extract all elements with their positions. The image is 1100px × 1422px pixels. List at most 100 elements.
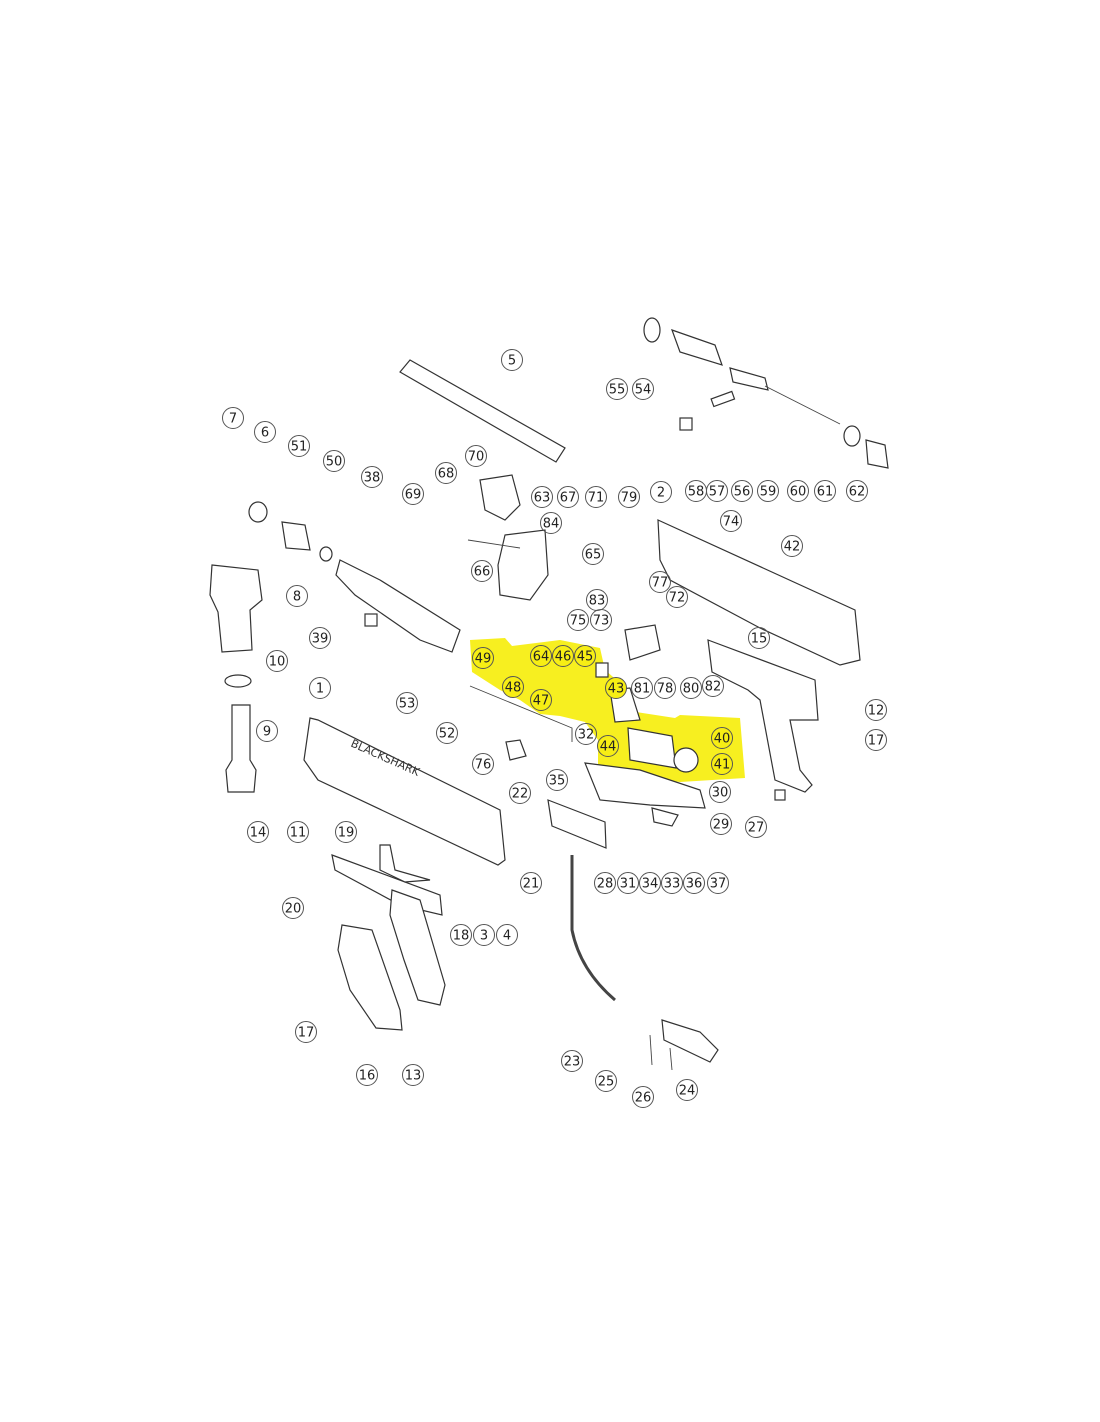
callout-number: 6 <box>261 426 269 441</box>
callout-number: 59 <box>760 485 777 500</box>
callout-number: 38 <box>364 471 381 486</box>
callout-number: 61 <box>817 485 834 500</box>
callout-circle <box>720 510 742 532</box>
callout-circle <box>501 349 523 371</box>
callout-52: 52 <box>436 722 458 744</box>
callout-circle <box>530 645 552 667</box>
callout-60: 60 <box>787 480 809 502</box>
callout-circle <box>654 677 676 699</box>
callout-circle <box>606 378 628 400</box>
callout-58: 58 <box>685 480 707 502</box>
callout-circle <box>666 586 688 608</box>
callout-circle <box>471 560 493 582</box>
callout-81: 81 <box>631 677 653 699</box>
callout-number: 42 <box>784 540 801 555</box>
callout-number: 50 <box>326 455 343 470</box>
callout-circle <box>706 480 728 502</box>
callout-number: 58 <box>688 485 705 500</box>
callout-77: 77 <box>649 571 671 593</box>
callout-66: 66 <box>471 560 493 582</box>
callout-circle <box>496 924 518 946</box>
callout-76: 76 <box>472 753 494 775</box>
callout-61: 61 <box>814 480 836 502</box>
callout-circle <box>632 1086 654 1108</box>
callout-circle <box>846 480 868 502</box>
callout-circle <box>502 676 524 698</box>
callout-number: 35 <box>549 774 566 789</box>
callout-number: 23 <box>564 1055 581 1070</box>
callout-71: 71 <box>585 486 607 508</box>
callout-65: 65 <box>582 543 604 565</box>
callout-63: 63 <box>531 486 553 508</box>
callout-17: 17 <box>865 729 887 751</box>
callout-64: 64 <box>530 645 552 667</box>
callout-number: 13 <box>405 1069 422 1084</box>
callout-79: 79 <box>618 486 640 508</box>
callout-number: 5 <box>508 354 516 369</box>
callout-circle <box>590 609 612 631</box>
callout-number: 9 <box>263 725 271 740</box>
callout-circle <box>356 1064 378 1086</box>
callout-number: 66 <box>474 565 491 580</box>
callout-circle <box>247 821 269 843</box>
callout-number: 56 <box>734 485 751 500</box>
callout-circle <box>711 753 733 775</box>
callout-circle <box>323 450 345 472</box>
callout-number: 48 <box>505 681 522 696</box>
callout-number: 32 <box>578 728 595 743</box>
callout-number: 68 <box>438 467 455 482</box>
callout-number: 53 <box>399 697 416 712</box>
callout-number: 46 <box>555 650 572 665</box>
callout-47: 47 <box>530 689 552 711</box>
callout-circle <box>617 872 639 894</box>
callout-circle <box>702 675 724 697</box>
callout-34: 34 <box>639 872 661 894</box>
callout-circle <box>557 486 579 508</box>
callout-56: 56 <box>731 480 753 502</box>
callout-circle <box>254 421 276 443</box>
callout-number: 27 <box>748 821 765 836</box>
callout-12: 12 <box>865 699 887 721</box>
callout-number: 60 <box>790 485 807 500</box>
callout-57: 57 <box>706 480 728 502</box>
callout-number: 28 <box>597 877 614 892</box>
callout-62: 62 <box>846 480 868 502</box>
callout-15: 15 <box>748 627 770 649</box>
callout-circle <box>402 1064 424 1086</box>
callout-circle <box>309 677 331 699</box>
callout-number: 41 <box>714 758 731 773</box>
callout-40: 40 <box>711 727 733 749</box>
callout-circle <box>472 753 494 775</box>
callout-number: 78 <box>657 682 674 697</box>
callout-circle <box>575 723 597 745</box>
callout-circle <box>649 571 671 593</box>
highlight-region <box>470 638 745 782</box>
callout-circle <box>465 445 487 467</box>
callout-number: 25 <box>598 1075 615 1090</box>
callout-3: 3 <box>473 924 495 946</box>
callout-circle <box>632 378 654 400</box>
callout-45: 45 <box>574 645 596 667</box>
callout-number: 24 <box>679 1084 696 1099</box>
callout-circle <box>683 872 705 894</box>
callout-5: 5 <box>501 349 523 371</box>
callout-number: 29 <box>713 818 730 833</box>
callout-number: 73 <box>593 614 610 629</box>
callout-number: 72 <box>669 591 686 606</box>
callout-8: 8 <box>286 585 308 607</box>
callout-73: 73 <box>590 609 612 631</box>
callout-number: 19 <box>338 826 355 841</box>
callout-36: 36 <box>683 872 705 894</box>
callout-2: 2 <box>650 481 672 503</box>
callout-28: 28 <box>594 872 616 894</box>
frame-part <box>707 639 819 793</box>
callout-29: 29 <box>710 813 732 835</box>
callout-circle <box>618 486 640 508</box>
callout-20: 20 <box>282 897 304 919</box>
callout-circle <box>286 585 308 607</box>
callout-number: 71 <box>588 491 605 506</box>
callout-circle <box>661 872 683 894</box>
callout-number: 62 <box>849 485 866 500</box>
callout-55: 55 <box>606 378 628 400</box>
parts-drawing <box>209 317 889 1071</box>
